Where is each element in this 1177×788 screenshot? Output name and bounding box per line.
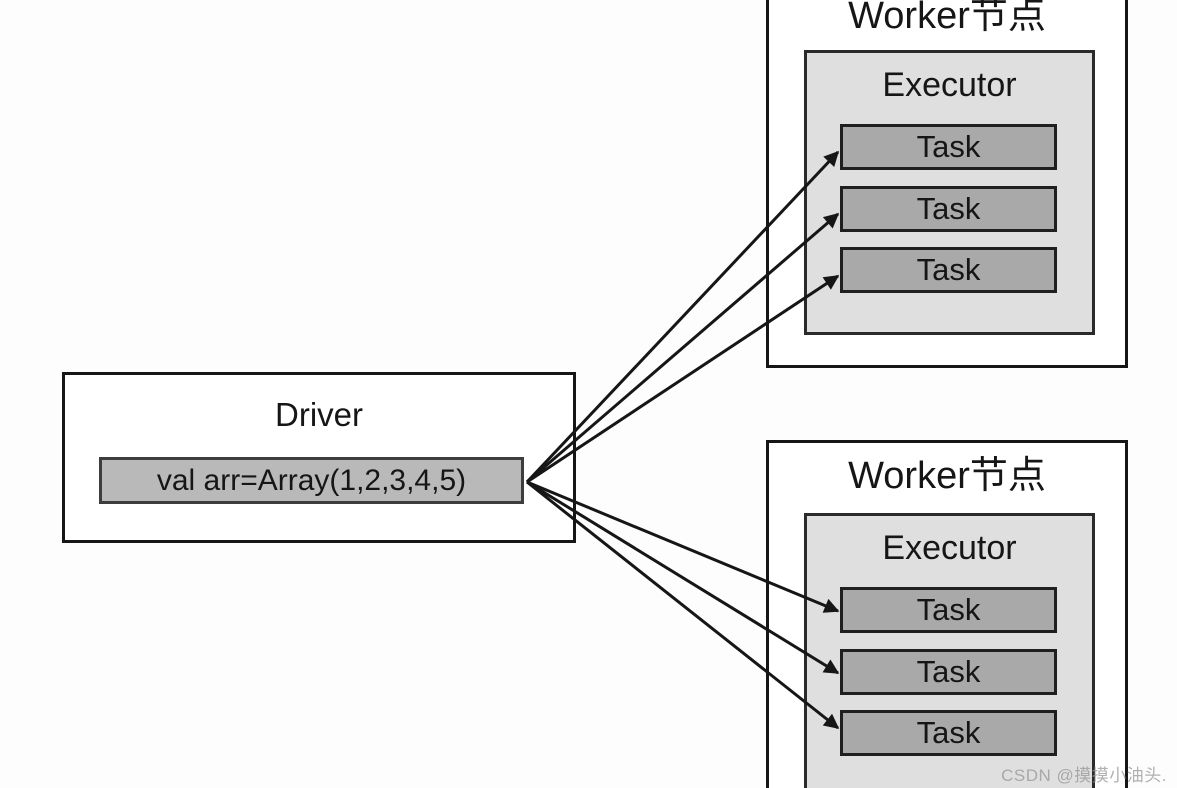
task-box: Task <box>840 247 1057 293</box>
driver-box: Driver val arr=Array(1,2,3,4,5) <box>62 372 576 543</box>
driver-title: Driver <box>275 396 363 433</box>
driver-code-box: val arr=Array(1,2,3,4,5) <box>99 457 524 504</box>
task-box: Task <box>840 186 1057 232</box>
worker-bottom-title: Worker节点 <box>848 455 1046 497</box>
worker-top-executor: Executor Task Task Task <box>804 50 1095 335</box>
worker-node-top: Worker节点 Executor Task Task Task <box>766 0 1128 368</box>
task-box: Task <box>840 124 1057 170</box>
csdn-watermark: CSDN @摸摸小油头. <box>1001 766 1167 785</box>
worker-bottom-executor: Executor Task Task Task <box>804 513 1095 788</box>
task-box: Task <box>840 710 1057 756</box>
worker-top-title: Worker节点 <box>848 0 1046 37</box>
driver-code-text: val arr=Array(1,2,3,4,5) <box>156 463 467 497</box>
task-box: Task <box>840 587 1057 633</box>
executor-title: Executor <box>882 529 1017 567</box>
executor-title: Executor <box>882 66 1017 104</box>
task-box: Task <box>840 649 1057 695</box>
worker-node-bottom: Worker节点 Executor Task Task Task <box>766 440 1128 788</box>
